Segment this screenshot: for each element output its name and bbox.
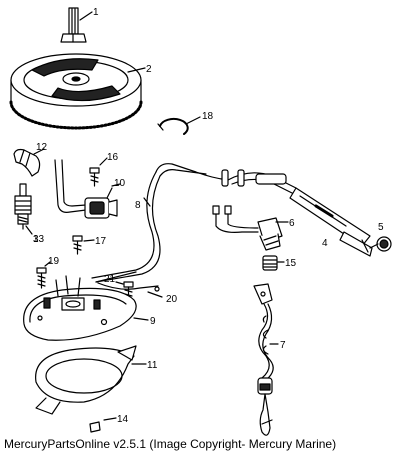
trigger-ring-part	[35, 345, 147, 415]
callout-19: 19	[48, 256, 60, 267]
callout-13: 13	[33, 234, 45, 245]
connector-cap-part	[212, 205, 289, 251]
screw-19-part	[36, 261, 51, 289]
retaining-ring-part	[157, 116, 201, 135]
callout-20: 20	[166, 294, 178, 305]
callout-labels: 1 2 3 4 5 6 7 8 9 10 11 12 13 14 15 16 1…	[33, 7, 384, 425]
callout-16: 16	[107, 152, 119, 163]
image-caption: MercuryPartsOnline v2.5.1 (Image Copyrig…	[4, 437, 337, 451]
callout-4: 4	[322, 238, 328, 249]
callout-8: 8	[135, 200, 141, 211]
lanyard-cord-part	[253, 283, 279, 436]
flywheel-part	[9, 53, 146, 130]
callout-6: 6	[289, 218, 295, 229]
stop-switch-part	[54, 159, 121, 219]
callout-17: 17	[95, 236, 107, 247]
callout-12: 12	[36, 142, 48, 153]
callout-1: 1	[93, 7, 99, 18]
callout-18: 18	[202, 111, 214, 122]
stator-plate-part	[23, 275, 149, 341]
callout-9: 9	[150, 316, 156, 327]
callout-3: 3	[33, 234, 39, 245]
callout-15: 15	[285, 258, 297, 269]
callout-10: 10	[114, 178, 126, 189]
screw-17-part	[72, 235, 95, 255]
bushing-part	[89, 417, 117, 433]
callout-14: 14	[117, 414, 129, 425]
callout-7: 7	[280, 340, 286, 351]
spark-plug-boot-part	[13, 148, 45, 177]
callout-11: 11	[147, 360, 158, 371]
callout-21: 21	[104, 274, 116, 285]
stop-switch-housing-part	[221, 169, 392, 257]
screw-16-part	[89, 157, 108, 187]
spark-plug-part	[14, 183, 33, 235]
callout-2: 2	[146, 64, 152, 75]
flywheel-stud-part	[60, 7, 93, 43]
wire-harness-part	[91, 163, 229, 298]
grommet-part	[262, 255, 285, 271]
callout-5: 5	[378, 222, 384, 233]
